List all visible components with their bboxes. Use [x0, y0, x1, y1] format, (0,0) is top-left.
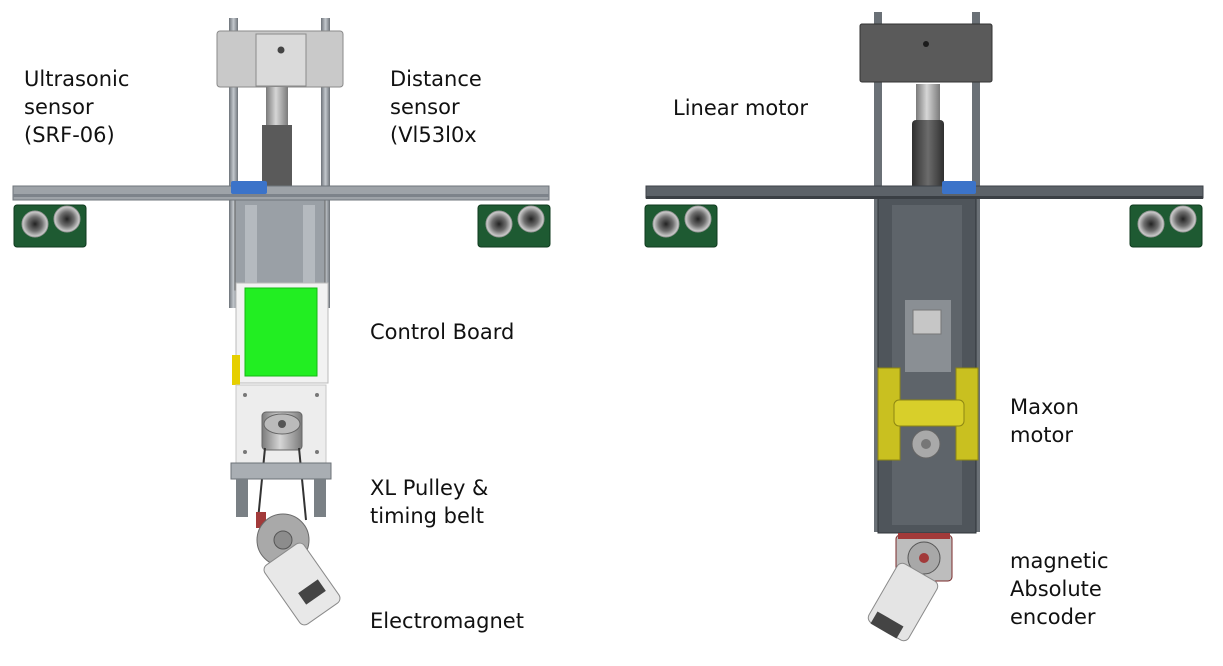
- linear-motor-rod: [916, 84, 940, 124]
- magnetic-absolute-encoder: [867, 533, 953, 642]
- ultrasonic-sensor-left: [13, 204, 87, 248]
- timing-belt: [257, 447, 266, 521]
- maxon-motor: [877, 367, 979, 461]
- shaft-upper: [266, 87, 288, 125]
- distance-sensor: [231, 181, 267, 194]
- label-control-board: Control Board: [370, 320, 515, 344]
- label-magnetic-encoder: magnetic Absolute encoder: [1010, 549, 1109, 629]
- left-guide-rod: [229, 18, 238, 308]
- cross-plate: [230, 462, 332, 480]
- label-ultrasonic-sensor: Ultrasonic sensor (SRF-06): [24, 67, 130, 147]
- distance-sensor: [942, 181, 976, 194]
- right-guide-rod: [321, 18, 330, 308]
- ultrasonic-sensor-left: [644, 204, 718, 248]
- label-xl-pulley: XL Pulley & timing belt: [370, 476, 489, 528]
- ultrasonic-sensor-right: [477, 204, 551, 248]
- ultrasonic-sensor-right: [1129, 204, 1203, 248]
- label-linear-motor: Linear motor: [673, 96, 808, 120]
- horizontal-bar: [12, 185, 550, 201]
- label-electromagnet: Electromagnet: [370, 609, 524, 633]
- top-housing: [859, 23, 993, 83]
- label-distance-sensor: Distance sensor (Vl53l0x: [390, 67, 482, 147]
- left-assembly: [12, 18, 551, 626]
- electromagnet: [263, 542, 341, 626]
- label-maxon-motor: Maxon motor: [1010, 395, 1079, 447]
- control-board: [244, 287, 318, 377]
- right-assembly: [644, 12, 1204, 642]
